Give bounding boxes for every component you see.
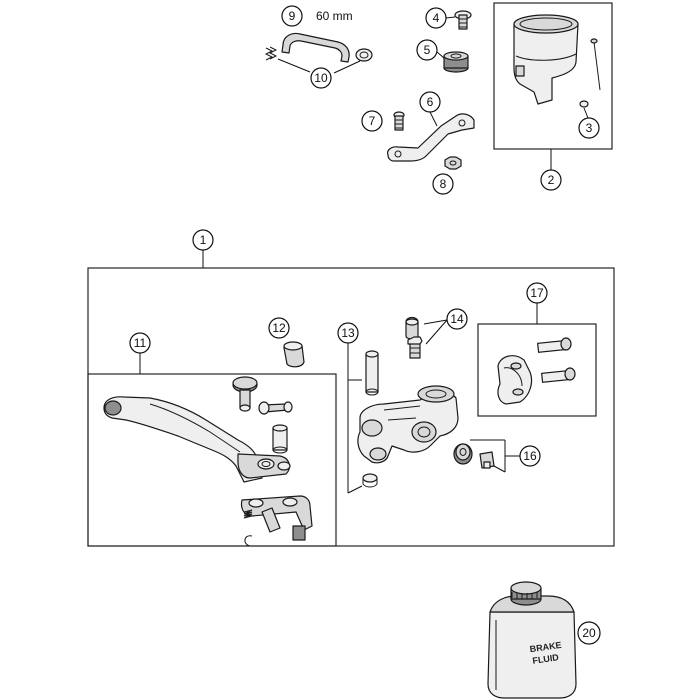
callout-4: 4 xyxy=(425,7,447,29)
callout-2: 2 xyxy=(540,169,562,191)
reservoir-grommet xyxy=(443,51,469,73)
callout-10: 10 xyxy=(310,67,332,89)
callout-20-number: 20 xyxy=(582,626,596,640)
callout-20: 20 xyxy=(577,621,601,645)
return-spring xyxy=(243,509,253,519)
reservoir-long-screw xyxy=(590,38,601,91)
callout-13: 13 xyxy=(337,322,359,344)
callout-6-number: 6 xyxy=(427,95,434,109)
callout-16-number: 16 xyxy=(523,449,537,463)
master-cylinder-body xyxy=(357,385,459,464)
retaining-clip xyxy=(244,535,253,547)
callout-3-number: 3 xyxy=(586,121,593,135)
brake-lever xyxy=(103,396,291,483)
callout-8: 8 xyxy=(432,173,454,195)
lever-bushing xyxy=(272,424,288,454)
brake-light-switch xyxy=(479,451,495,469)
callout-6: 6 xyxy=(419,91,441,113)
clamp-bolt-upper xyxy=(537,337,572,353)
callout-12: 12 xyxy=(268,317,290,339)
brake-fluid-can: BRAKE FLUID xyxy=(487,581,577,699)
callout-9-number: 9 xyxy=(289,9,296,23)
adjuster-knob xyxy=(232,376,258,412)
callout-16-bracket xyxy=(470,439,520,473)
can-label-line-2: FLUID xyxy=(532,652,560,666)
callout-1-number: 1 xyxy=(200,233,207,247)
bracket-screw xyxy=(393,111,405,131)
reservoir-cap-screw xyxy=(454,10,472,30)
clamp-bolt-lower xyxy=(541,367,576,383)
brake-light-switch-seal xyxy=(453,443,473,465)
pivot-pin xyxy=(365,350,379,396)
callout-14: 14 xyxy=(446,308,468,330)
callout-17: 17 xyxy=(526,282,548,304)
reservoir-bracket xyxy=(387,113,475,162)
lever-group-frame xyxy=(87,373,337,547)
can-label-line-1: BRAKE xyxy=(529,640,562,654)
callout-7: 7 xyxy=(361,110,383,132)
callout-2-number: 2 xyxy=(548,173,555,187)
callout-17-number: 17 xyxy=(530,286,544,300)
dust-cap xyxy=(283,341,305,368)
callout-12-number: 12 xyxy=(272,321,286,335)
callout-13-bracket xyxy=(347,343,363,494)
callout-4-number: 4 xyxy=(433,11,440,25)
callout-9: 9 xyxy=(281,5,303,27)
hose-clamp-left xyxy=(264,46,278,61)
pivot-nut xyxy=(362,473,378,488)
reservoir-group-frame xyxy=(493,2,613,150)
callout-16: 16 xyxy=(519,445,541,467)
lever-pin xyxy=(292,525,306,541)
callout-13-number: 13 xyxy=(341,326,355,340)
adjuster-screw xyxy=(258,401,293,415)
callout-7-number: 7 xyxy=(369,114,376,128)
callout-10-number: 10 xyxy=(314,71,328,85)
reservoir-washer xyxy=(579,100,589,108)
bleeder-valve xyxy=(407,336,423,359)
callout-11: 11 xyxy=(129,332,151,354)
brake-fluid-reservoir xyxy=(513,14,579,105)
callout-5-number: 5 xyxy=(424,43,431,57)
callout-1: 1 xyxy=(192,229,214,251)
callout-5: 5 xyxy=(416,39,438,61)
callout-3: 3 xyxy=(578,117,600,139)
hose-clamp-right xyxy=(355,48,373,62)
clamp-group-frame xyxy=(477,323,597,417)
callout-11-number: 11 xyxy=(134,336,147,350)
callout-14-number: 14 xyxy=(450,312,464,326)
brake-hose xyxy=(281,32,350,63)
bleeder-cap xyxy=(405,316,419,340)
callout-8-number: 8 xyxy=(440,177,447,191)
pivot-plate xyxy=(240,495,313,533)
handlebar-clamp xyxy=(497,355,533,405)
bracket-nut xyxy=(444,156,462,170)
hose-length-label: 60 mm xyxy=(316,9,353,23)
